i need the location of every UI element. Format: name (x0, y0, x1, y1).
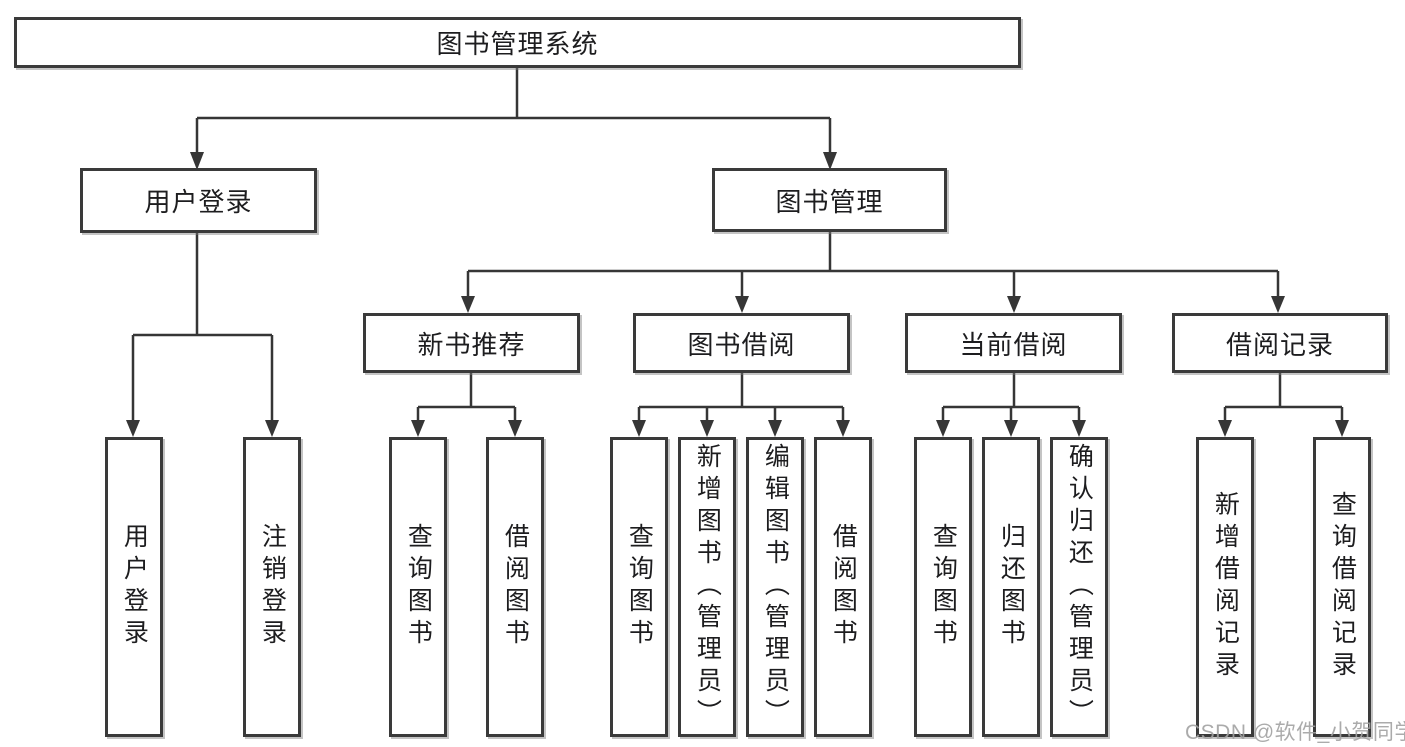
node-label: 图书管理 (775, 186, 884, 217)
leaf-bb-add-books-admin: 新增图书（管理员） (678, 437, 736, 737)
leaf-cb-query-books: 查询图书 (914, 437, 972, 737)
node-borrowing-records: 借阅记录 (1172, 313, 1388, 373)
leaf-br-query-borrow-record: 查询借阅记录 (1313, 437, 1371, 737)
leaf-cb-return-books: 归还图书 (982, 437, 1040, 737)
csdn-watermark: CSDN @软件_小贺同学 (1185, 721, 1405, 744)
node-label: 用户登录 (144, 187, 253, 217)
node-label: 新增借阅记录 (1211, 491, 1240, 683)
leaf-cb-confirm-return-admin: 确认归还（管理员） (1050, 437, 1108, 737)
node-label: 查询借阅记录 (1328, 491, 1357, 683)
leaf-nb-query-books: 查询图书 (389, 437, 447, 737)
node-user-login: 用户登录 (80, 168, 317, 233)
node-label: 编辑图书（管理员） (761, 443, 790, 731)
node-label: 当前借阅 (959, 329, 1068, 360)
node-label: 注销登录 (258, 523, 287, 651)
node-book-borrowing: 图书借阅 (633, 313, 850, 373)
node-label: 借阅图书 (829, 523, 858, 651)
node-label: 借阅图书 (501, 523, 530, 651)
leaf-bb-edit-books-admin: 编辑图书（管理员） (746, 437, 804, 737)
leaf-nb-borrow-books: 借阅图书 (486, 437, 544, 737)
leaf-user-login: 用户登录 (105, 437, 163, 737)
node-new-book-recommend: 新书推荐 (363, 313, 580, 373)
arrowhead-icons (126, 152, 1349, 437)
node-label: 用户登录 (120, 523, 149, 651)
node-label: 图书借阅 (687, 329, 796, 360)
node-label: 查询图书 (625, 523, 654, 651)
node-label: 查询图书 (929, 523, 958, 651)
node-label: 图书管理系统 (436, 29, 599, 59)
node-book-management: 图书管理 (712, 168, 947, 232)
leaf-bb-query-books: 查询图书 (610, 437, 668, 737)
node-label: 新增图书（管理员） (693, 443, 722, 731)
node-current-borrowing: 当前借阅 (905, 313, 1122, 373)
node-library-management-system: 图书管理系统 (14, 17, 1021, 68)
leaf-br-add-borrow-record: 新增借阅记录 (1196, 437, 1254, 737)
leaf-bb-borrow-books: 借阅图书 (814, 437, 872, 737)
node-label: 确认归还（管理员） (1065, 443, 1094, 731)
leaf-logout-login: 注销登录 (243, 437, 301, 737)
node-label: 查询图书 (404, 523, 433, 651)
node-label: 新书推荐 (417, 329, 526, 360)
node-label: 归还图书 (997, 523, 1026, 651)
node-label: 借阅记录 (1225, 329, 1334, 360)
